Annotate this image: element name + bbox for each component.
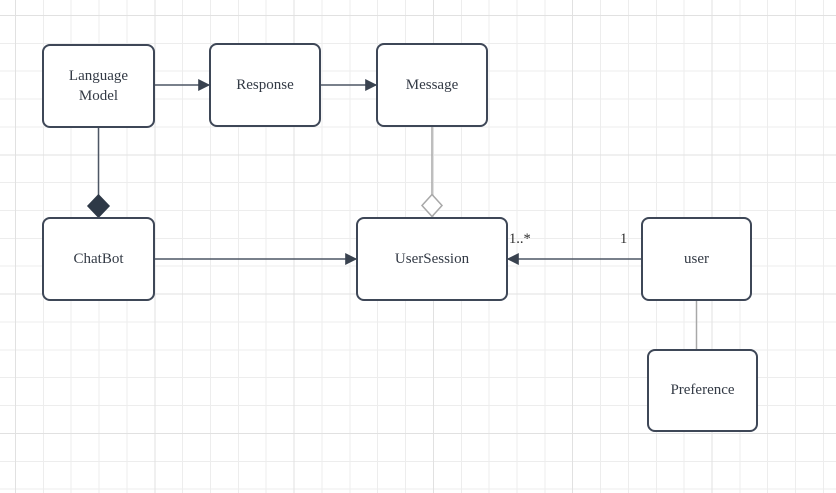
multiplicity-label-user-session-end: 1..* (509, 231, 531, 247)
node-chatbot-label: ChatBot (73, 250, 124, 267)
node-user-session[interactable]: UserSession (356, 217, 508, 301)
node-message[interactable]: Message (376, 43, 488, 127)
node-response[interactable]: Response (209, 43, 321, 127)
node-language-model[interactable]: Language Model (42, 44, 155, 128)
node-user-session-label: UserSession (394, 250, 470, 267)
node-preference[interactable]: Preference (647, 349, 758, 432)
node-chatbot[interactable]: ChatBot (42, 217, 155, 301)
composition-diamond-icon (86, 193, 111, 219)
node-user-label: user (684, 250, 709, 267)
node-preference-label: Preference (670, 382, 735, 399)
multiplicity-label-user-end: 1 (620, 231, 628, 247)
node-language-model-label: Language Model (68, 67, 129, 104)
node-user[interactable]: user (641, 217, 752, 301)
aggregation-diamond-icon (420, 193, 444, 218)
node-message-label: Message (405, 76, 459, 93)
node-response-label: Response (236, 76, 294, 93)
